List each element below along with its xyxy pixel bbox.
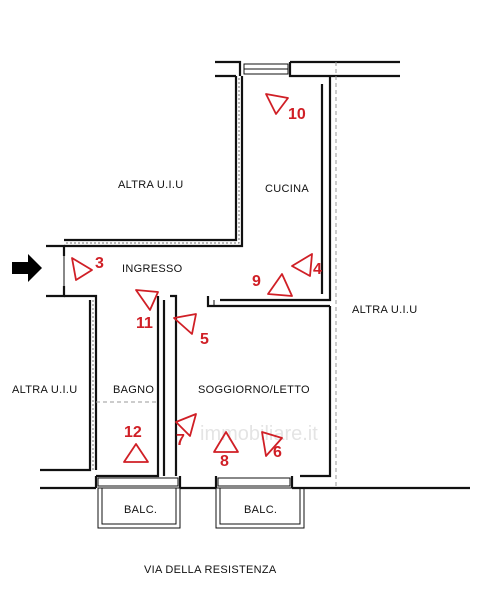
- camera-label-12: 12: [124, 424, 142, 441]
- camera-12-icon: [123, 443, 149, 463]
- wall-entry-top-jamb: [46, 244, 66, 256]
- window-bagno: [97, 477, 179, 487]
- camera-7-icon: [175, 413, 197, 437]
- street-label: VIA DELLA RESISTENZA: [144, 564, 277, 576]
- room-label-cucina: CUCINA: [265, 183, 309, 195]
- camera-10-icon: [265, 93, 289, 115]
- camera-label-5: 5: [200, 331, 209, 348]
- camera-label-10: 10: [288, 106, 306, 123]
- camera-6-icon: [261, 431, 283, 457]
- window-soggiorno: [217, 477, 291, 487]
- balcony-left-rail: [101, 487, 177, 525]
- entry-arrow-icon: [12, 254, 42, 282]
- wall-kitchen-left-inner: [64, 76, 244, 248]
- wall-kitchen-right: [220, 76, 332, 302]
- wall-bagno-right: [96, 296, 160, 478]
- room-label-ingresso: INGRESSO: [122, 263, 183, 275]
- wall-bottom-facade-inner: [94, 476, 294, 488]
- wall-partition-ingresso: [206, 296, 330, 308]
- wall-hatch-kitchen-left: [66, 78, 240, 244]
- camera-label-8: 8: [220, 453, 229, 470]
- camera-5-icon: [173, 313, 197, 335]
- camera-4-icon: [291, 253, 313, 277]
- watermark: immobiliare.it: [200, 423, 318, 445]
- camera-label-9: 9: [252, 273, 261, 290]
- camera-8-icon: [213, 431, 239, 453]
- camera-3-icon: [71, 257, 93, 281]
- wall-left-corridor: [64, 294, 98, 470]
- wall-soggiorno-left: [170, 294, 178, 476]
- wall-soggiorno-right: [300, 306, 332, 478]
- camera-9-icon: [267, 273, 293, 297]
- balcony-right-rail: [219, 487, 301, 525]
- camera-label-7: 7: [176, 432, 185, 449]
- room-label-altra-right: ALTRA U.I.U: [352, 304, 417, 316]
- camera-label-3: 3: [95, 255, 104, 272]
- room-label-balc-right: BALC.: [244, 504, 277, 516]
- camera-label-6: 6: [273, 444, 282, 461]
- wall-kitchen-top-left: [215, 60, 242, 76]
- wall-entry-bottom-jamb: [46, 286, 66, 298]
- wall-kitchen-top-right: [288, 60, 400, 78]
- room-label-bagno: BAGNO: [113, 384, 154, 396]
- wall-kitchen-left-outer: [64, 76, 238, 242]
- camera-11-icon: [135, 289, 159, 311]
- room-label-balc-left: BALC.: [124, 504, 157, 516]
- camera-label-4: 4: [313, 261, 322, 278]
- wall-bagno-left-inner: [40, 300, 92, 472]
- room-label-soggiorno: SOGGIORNO/LETTO: [198, 384, 310, 396]
- room-label-altra-left: ALTRA U.I.U: [12, 384, 77, 396]
- room-label-altra-top: ALTRA U.I.U: [118, 179, 183, 191]
- camera-label-11: 11: [136, 315, 153, 332]
